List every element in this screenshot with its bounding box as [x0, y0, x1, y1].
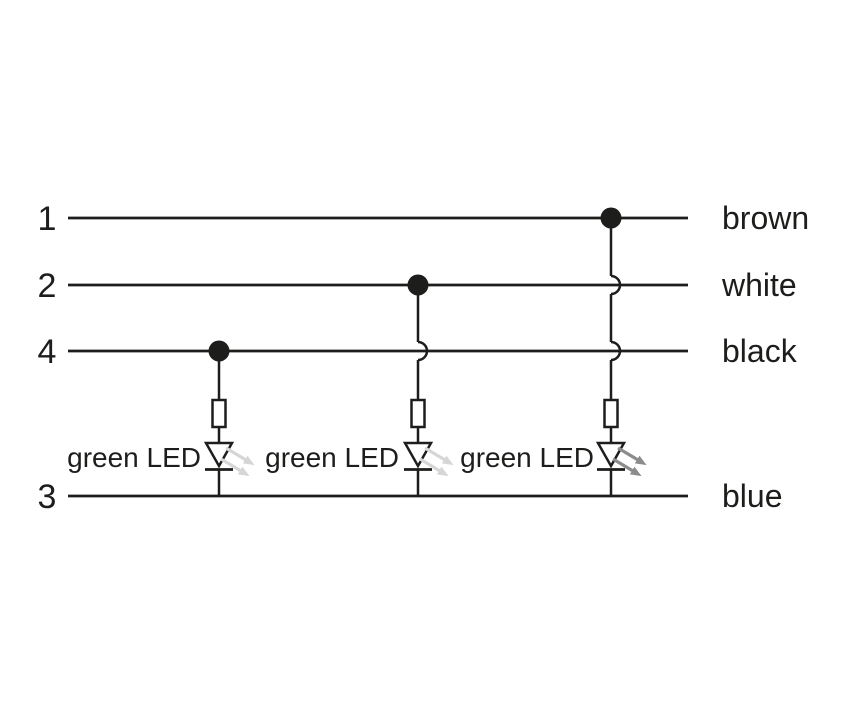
resistor-icon: [410, 398, 426, 429]
led-light-ray-icon: [612, 457, 642, 477]
pin-label-2: 2: [38, 267, 57, 305]
junction-dot: [208, 340, 230, 362]
resistor-icon: [603, 398, 619, 429]
wire-hop-icon: [610, 340, 622, 362]
led-branch-2: green LED: [265, 274, 454, 496]
led-label: green LED: [265, 442, 399, 473]
led-light-ray-icon: [617, 446, 647, 466]
wire-color-label-white: white: [721, 267, 797, 303]
led-diode-icon: [203, 441, 235, 469]
wire-color-label-blue: blue: [722, 478, 783, 514]
pin-label-1: 1: [38, 200, 57, 238]
pin-label-3: 3: [38, 478, 57, 516]
led-light-ray-icon: [424, 446, 454, 466]
led-label: green LED: [460, 442, 594, 473]
junction-dot: [600, 207, 622, 229]
junction-dot: [407, 274, 429, 296]
led-light-ray-icon: [225, 446, 255, 466]
led-label: green LED: [67, 442, 201, 473]
led-light-ray-icon: [419, 457, 449, 477]
led-diode-icon: [595, 441, 627, 469]
led-diode-icon: [402, 441, 434, 469]
pin-label-4: 4: [38, 333, 57, 371]
led-branch-3: green LED: [460, 207, 647, 496]
wire-hop-icon: [417, 340, 429, 362]
led-light-ray-icon: [220, 457, 250, 477]
wire-hop-icon: [610, 274, 622, 296]
led-branch-1: green LED: [67, 340, 255, 496]
wire-color-label-black: black: [722, 333, 798, 369]
wire-color-label-brown: brown: [722, 200, 809, 236]
resistor-icon: [211, 398, 227, 429]
